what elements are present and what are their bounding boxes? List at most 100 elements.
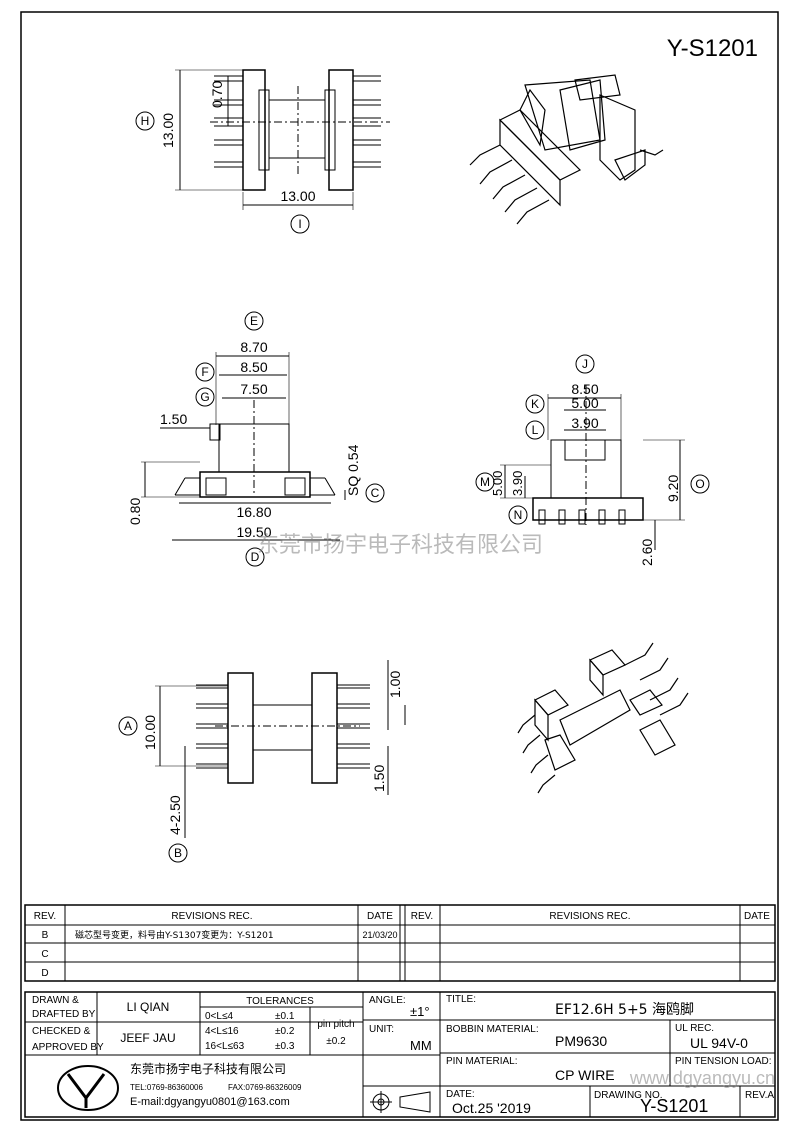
rev-header-2: REV. [411, 911, 433, 922]
dim-pin-spacing: 1.50 [371, 765, 387, 792]
date-header: DATE [367, 911, 393, 922]
tol-value-0: ±0.1 [275, 1011, 295, 1022]
pin-tension-label: PIN TENSION LOAD: [675, 1056, 772, 1067]
watermark-company: 东莞市扬宇电子科技有限公司 [257, 533, 543, 558]
bottom-view [118, 660, 406, 863]
front-view [141, 311, 385, 567]
bobbin-value: PM9630 [555, 1033, 607, 1049]
dim-spacing: 1.00 [387, 671, 403, 698]
rev-row-d-id: D [41, 968, 48, 979]
pin-pitch-value: ±0.2 [326, 1036, 346, 1047]
rev-label: REV.A [745, 1090, 774, 1101]
dim-J-value: 8.50 [571, 381, 598, 397]
checked-value: JEEF JAU [120, 1031, 175, 1045]
label-B: B [174, 846, 182, 860]
dim-A-value: 10.00 [142, 715, 158, 750]
sheet-border [20, 11, 779, 1121]
company-email: E-mail:dgyangyu0801@163.com [130, 1096, 290, 1108]
revision-table [24, 904, 776, 982]
label-J: J [582, 357, 588, 371]
tol-range-0: 0<L≤4 [205, 1011, 233, 1022]
unit-label: UNIT: [369, 1024, 394, 1035]
angle-label: ANGLE: [369, 995, 406, 1006]
tol-value-1: ±0.2 [275, 1026, 295, 1037]
rev-row-b-id: B [42, 930, 49, 941]
date-header-2: DATE [744, 911, 770, 922]
dim-L-value: 3.90 [571, 415, 598, 431]
watermark-url: www.dgyangyu.cn [629, 1068, 775, 1088]
checked-label-2: APPROVED BY [32, 1042, 104, 1053]
label-E: E [250, 314, 258, 328]
tolerances-label: TOLERANCES [246, 996, 314, 1007]
label-A: A [124, 719, 132, 733]
dim-E-value: 8.70 [240, 339, 267, 355]
dim-B-value: 4-2.50 [167, 795, 183, 835]
bobbin-label: BOBBIN MATERIAL: [446, 1024, 539, 1035]
dim-flange: 1.50 [160, 411, 187, 427]
label-C: C [371, 486, 380, 500]
checked-label-1: CHECKED & [32, 1026, 91, 1037]
label-K: K [531, 397, 539, 411]
label-L: L [532, 423, 539, 437]
revisions-header: REVISIONS REC. [171, 911, 252, 922]
label-I: I [298, 217, 301, 231]
pin-pitch-label: pin pitch [317, 1019, 354, 1030]
company-fax: FAX:0769-86326009 [228, 1083, 302, 1092]
dim-sq: SQ 0.54 [345, 444, 361, 496]
dim-K-value: 5.00 [571, 395, 598, 411]
drawn-label-2: DRAFTED BY [32, 1009, 96, 1020]
revisions-header-2: REVISIONS REC. [549, 911, 630, 922]
label-O: O [695, 477, 704, 491]
ul-value: UL 94V-0 [690, 1035, 748, 1051]
dim-I-value: 13.00 [280, 188, 315, 204]
side-view [475, 354, 710, 550]
dim-G-value: 7.50 [240, 381, 267, 397]
dim-pitch-value: 0.70 [209, 81, 225, 108]
top-view-pins-right [353, 75, 381, 168]
top-view [135, 69, 390, 234]
title-block [24, 991, 776, 1118]
rev-row-c-id: C [41, 949, 48, 960]
dim-total: 19.50 [236, 524, 271, 540]
dim-pin-len: 2.60 [639, 539, 655, 566]
drawing-no-value: Y-S1201 [640, 1096, 708, 1116]
date-value: Oct.25 '2019 [452, 1100, 531, 1116]
dim-H-value: 13.00 [160, 113, 176, 148]
date-label: DATE: [446, 1089, 475, 1100]
dim-O-value: 9.20 [665, 475, 681, 502]
company-tel: TEL:0769-86360006 [130, 1083, 204, 1092]
unit-value: MM [410, 1038, 432, 1053]
label-M: M [480, 475, 490, 489]
corner-title: Y-S1201 [667, 35, 758, 62]
label-N: N [514, 508, 523, 522]
dim-height: 0.80 [127, 498, 143, 525]
iso-view-bottom [517, 642, 689, 794]
angle-value: ±1° [410, 1004, 430, 1019]
dim-F-value: 8.50 [240, 359, 267, 375]
title-value: EF12.6H 5+5 海鸥脚 [555, 1001, 694, 1018]
iso-view-top [469, 74, 664, 225]
label-D: D [251, 550, 260, 564]
rev-row-b-date: 21/03/20 [362, 930, 397, 940]
dim-M-value: 5.00 [490, 471, 505, 496]
company-name: 东莞市扬宇电子科技有限公司 [130, 1061, 286, 1076]
dim-width: 16.80 [236, 504, 271, 520]
drawn-label-1: DRAWN & [32, 995, 79, 1006]
tol-value-2: ±0.3 [275, 1041, 295, 1052]
pin-material-value: CP WIRE [555, 1067, 615, 1083]
bottom-view-pins-left [196, 684, 228, 769]
side-view-pins [538, 509, 626, 525]
tol-range-1: 4<L≤16 [205, 1026, 239, 1037]
rev-row-b-text: 磁芯型号变更，料号由Y-S1307变更为：Y-S1201 [75, 929, 274, 941]
tol-range-2: 16<L≤63 [205, 1041, 245, 1052]
label-G: G [200, 390, 209, 404]
bottom-view-pins-right [337, 684, 370, 769]
dim-M-value2: 3.90 [510, 471, 525, 496]
label-H: H [141, 114, 150, 128]
title-label: TITLE: [446, 994, 476, 1005]
drawing-no-label: DRAWING NO. [594, 1090, 663, 1101]
ul-label: UL REC. [675, 1023, 714, 1034]
pin-material-label: PIN MATERIAL: [446, 1056, 518, 1067]
rev-header: REV. [34, 911, 56, 922]
